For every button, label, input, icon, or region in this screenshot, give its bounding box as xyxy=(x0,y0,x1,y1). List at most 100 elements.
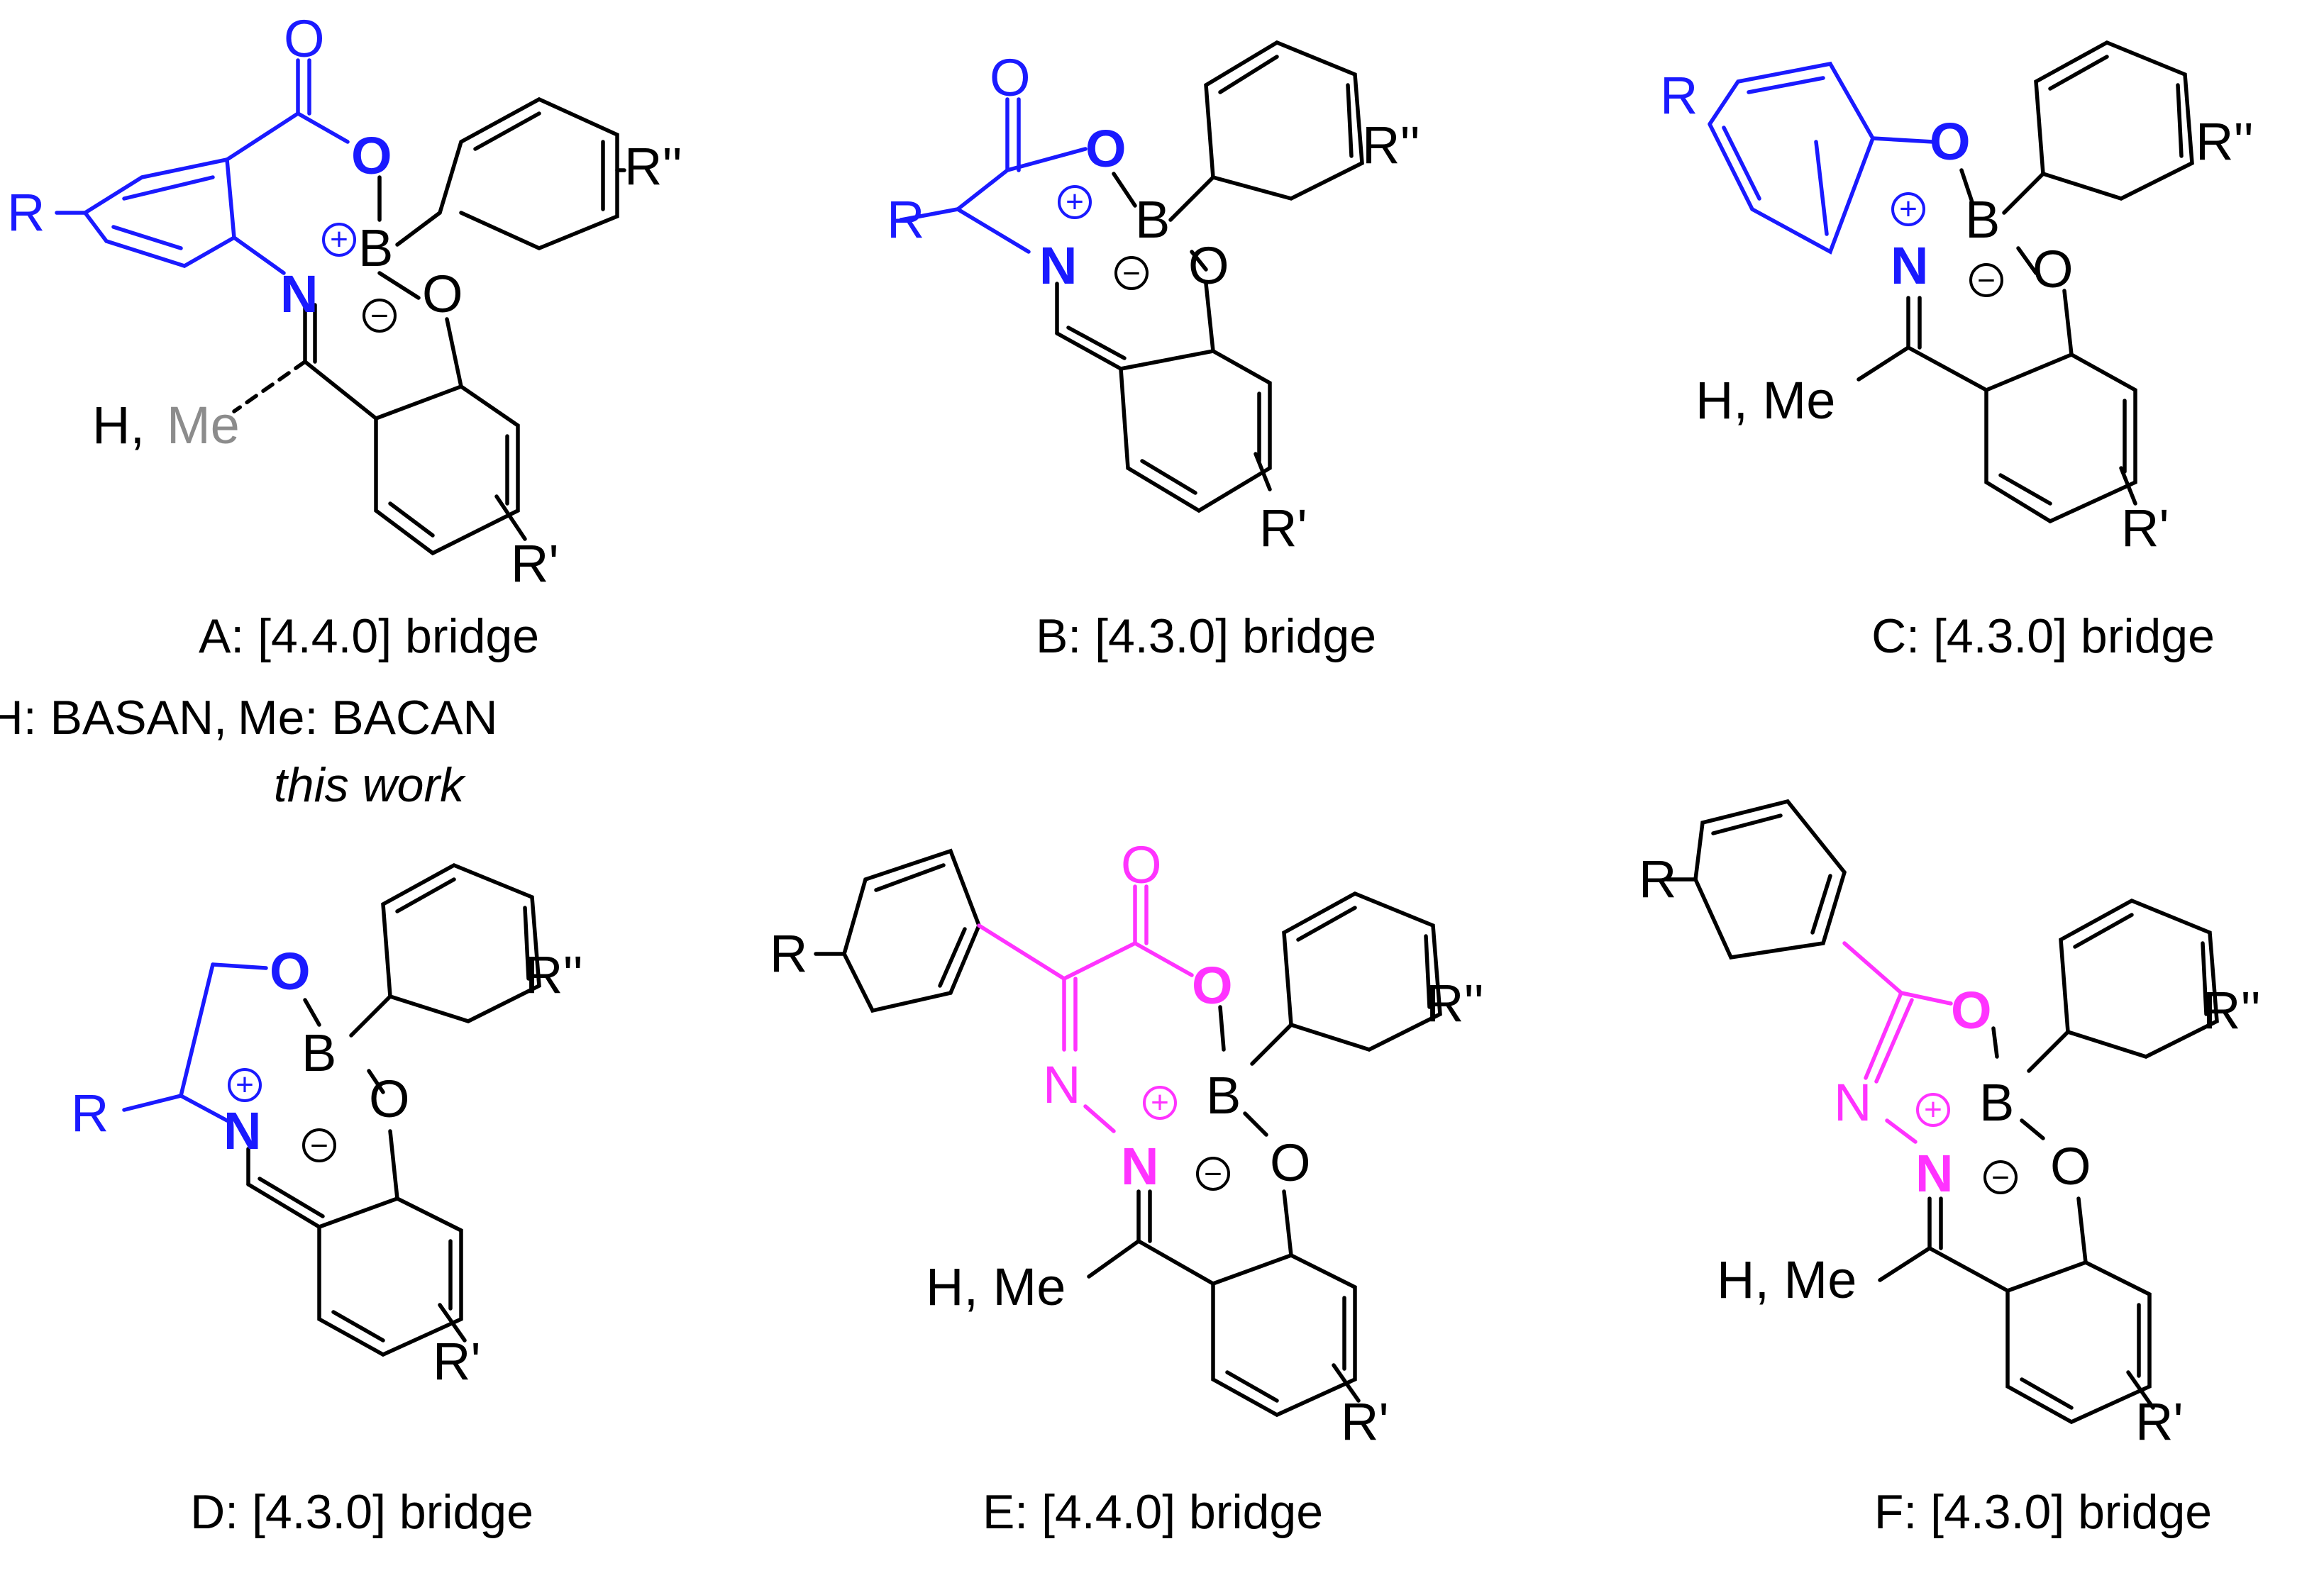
structure-f-plus-charge: + xyxy=(1924,1092,1942,1127)
structure-a-r1-label: R' xyxy=(511,534,559,593)
structure-f-boron-oxygen: O xyxy=(1951,981,1992,1040)
structure-f-r1-label: R' xyxy=(2135,1392,2184,1451)
structure-e-aryl xyxy=(814,848,981,1013)
structure-b-caption: B: [4.3.0] bridge xyxy=(1036,609,1376,663)
structure-e-h-me-label: H, Me xyxy=(926,1257,1066,1316)
structure-a-blue-core xyxy=(55,58,350,275)
structure-a-minus-charge: − xyxy=(370,299,389,333)
structure-b-r1-label: R' xyxy=(1259,499,1307,557)
structure-c-boron-oxygen: O xyxy=(1930,112,1971,171)
structure-c-minus-charge: − xyxy=(1977,263,1996,298)
structure-c-nitrogen: N xyxy=(1891,236,1928,295)
structure-f-boron: B xyxy=(1979,1073,2014,1132)
structure-f-black-core xyxy=(1878,898,2219,1425)
structure-a-carbonyl-oxygen: O xyxy=(284,9,325,68)
structure-c-phenol-oxygen: O xyxy=(2032,240,2074,299)
structure-f-minus-charge: − xyxy=(1991,1160,2010,1195)
structure-a-r2-label: R'' xyxy=(624,137,682,196)
structure-e-plus-charge: + xyxy=(1151,1085,1169,1120)
structure-c-caption: C: [4.3.0] bridge xyxy=(1871,609,2215,663)
structure-c-minus-charge-ring xyxy=(1969,263,2003,297)
structure-d-black-core xyxy=(246,862,541,1357)
structure-b-phenol-oxygen: O xyxy=(1188,236,1229,295)
structure-a-r-label: R xyxy=(7,183,45,242)
structure-b-r-label: R xyxy=(887,190,924,249)
structure-e-boron: B xyxy=(1206,1066,1241,1125)
structure-b-boron-oxygen: O xyxy=(1085,119,1127,178)
structure-b-nitrogen: N xyxy=(1039,236,1077,295)
structure-f-magenta-core xyxy=(1842,941,1953,1144)
structure-e-r2-label: R'' xyxy=(1426,974,1484,1033)
structure-c-boron: B xyxy=(1965,190,2000,249)
structure-f-caption: F: [4.3.0] bridge xyxy=(1874,1485,2212,1539)
structure-e-boron-oxygen: O xyxy=(1192,956,1233,1015)
structure-c-r1-label: R' xyxy=(2121,499,2169,557)
structure-c-r2-label: R'' xyxy=(2196,112,2254,171)
structure-a-h-label: H, xyxy=(92,396,145,455)
structure-e-magenta-core xyxy=(977,884,1194,1133)
structure-a-plus-charge-ring xyxy=(322,223,356,257)
structure-b-boron: B xyxy=(1135,190,1170,249)
structure-d-r1-label: R' xyxy=(433,1332,481,1391)
structure-a-note-basan: H: BASAN, xyxy=(0,691,227,745)
structure-d-nitrogen: N xyxy=(223,1101,261,1160)
structure-c-r-label: R xyxy=(1660,66,1698,125)
structure-a-me-label: Me xyxy=(167,396,240,455)
structure-a-caption: A: [4.4.0] bridge xyxy=(199,609,539,663)
structure-a: R O O N B + − O R'' R' H, Me A: [4.4.0] … xyxy=(0,9,682,812)
structure-f-imine-nitrogen: N xyxy=(1834,1073,1871,1132)
structure-e: R O O N N B + − O R'' R' H, Me E: [4.4.0… xyxy=(770,835,1484,1539)
structure-f: R O N N B + − O R'' R' H, Me F: [4.3.0] … xyxy=(1639,799,2261,1539)
structure-f-h-me-label: H, Me xyxy=(1717,1250,1857,1309)
structure-a-boron: B xyxy=(358,218,393,277)
structure-a-minus-charge-ring xyxy=(363,299,397,333)
structure-b: R O O N B + − O R'' R' B: [4.3.0] bridge xyxy=(887,40,1420,663)
structure-b-carbonyl-oxygen: O xyxy=(990,48,1031,107)
structure-b-blue-core xyxy=(899,97,1088,254)
structure-b-plus-charge: + xyxy=(1066,184,1084,219)
structure-d-r-label: R xyxy=(71,1084,109,1143)
structure-b-minus-charge: − xyxy=(1122,256,1141,291)
structure-c-blue-core xyxy=(1708,61,1935,255)
structure-b-black-core xyxy=(1055,40,1364,513)
structure-d-caption: D: [4.3.0] bridge xyxy=(190,1485,533,1539)
structure-d-phenol-oxygen: O xyxy=(369,1069,410,1128)
structure-f-r-label: R xyxy=(1639,850,1676,908)
structure-e-black-core xyxy=(1087,891,1442,1418)
structure-c-plus-charge-ring xyxy=(1891,192,1925,226)
structure-a-note-bacan: Me: BACAN xyxy=(238,691,498,745)
structure-e-minus-charge: − xyxy=(1204,1157,1222,1191)
structure-c: R O N B + − O R'' R' H, Me C: [4.3.0] br… xyxy=(1660,40,2254,663)
structure-f-r2-label: R'' xyxy=(2203,981,2261,1040)
structure-d-minus-charge-ring xyxy=(302,1128,336,1162)
structure-d-plus-charge: + xyxy=(236,1067,254,1102)
structure-e-plus-charge-ring xyxy=(1143,1086,1177,1120)
structure-c-black-core xyxy=(1857,40,2194,524)
structure-e-caption: E: [4.4.0] bridge xyxy=(983,1485,1323,1539)
structure-d-boron-oxygen: O xyxy=(270,942,311,1001)
structure-a-boron-oxygen: O xyxy=(351,126,392,185)
structure-f-aryl xyxy=(1665,799,1847,960)
structure-e-minus-charge-ring xyxy=(1196,1157,1230,1191)
structure-a-nitrogen: N xyxy=(280,265,318,323)
structure-d-r2-label: R'' xyxy=(525,945,583,1004)
structure-d-blue-core xyxy=(122,962,268,1123)
structure-b-r2-label: R'' xyxy=(1362,116,1420,174)
structure-a-plus-charge: + xyxy=(330,222,348,257)
structure-d-boron: B xyxy=(301,1023,336,1082)
structure-e-carbonyl-oxygen: O xyxy=(1121,835,1162,894)
structure-b-minus-charge-ring xyxy=(1114,256,1149,290)
structure-f-phenol-oxygen: O xyxy=(2050,1137,2091,1196)
structure-e-imine-nitrogen: N xyxy=(1043,1055,1080,1114)
structure-e-r1-label: R' xyxy=(1341,1392,1389,1451)
structure-c-h-me-label: H, Me xyxy=(1695,371,1835,430)
structure-e-phenol-oxygen: O xyxy=(1270,1133,1311,1192)
structure-f-plus-charge-ring xyxy=(1916,1093,1950,1127)
structure-e-r-label: R xyxy=(770,924,807,983)
structure-a-note-this-work: this work xyxy=(274,758,466,812)
structure-e-nitrogen: N xyxy=(1121,1137,1158,1196)
structure-d-minus-charge: − xyxy=(310,1128,328,1163)
structure-f-nitrogen: N xyxy=(1915,1144,1953,1203)
structure-a-phenol-oxygen: O xyxy=(422,265,463,323)
